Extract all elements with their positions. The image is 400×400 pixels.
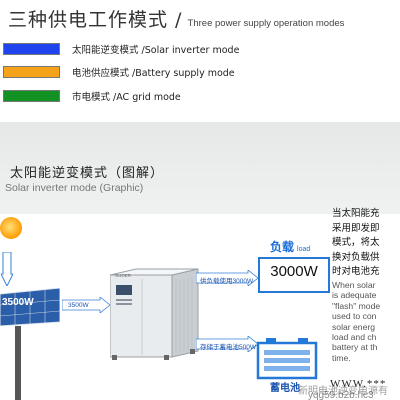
side-text-en-5: load and ch: [332, 332, 377, 342]
legend-item-battery: 电池供应模式 /Battery supply mode: [3, 65, 235, 79]
legend-item-solar: 太阳能逆变模式 /Solar inverter mode: [3, 42, 240, 56]
side-text-en-2: "flash" mode: [332, 300, 381, 311]
side-text-zh-4: 时对电池充: [332, 266, 380, 278]
panel-mast: [15, 326, 21, 400]
flow-label-to-battery: 存储于蓄电池500W: [200, 344, 256, 351]
legend-swatch-ac-grid: [3, 89, 60, 102]
legend-item-ac-grid: 市电模式 /AC grid mode: [3, 89, 181, 103]
battery-icon: [256, 338, 318, 380]
inverter-cabinet-icon: [110, 268, 199, 360]
section-title-zh: 太阳能逆变模式（图解）: [10, 166, 165, 181]
legend-swatch-battery: [3, 65, 60, 78]
flow-label-to-inverter: 3500W: [68, 302, 89, 309]
side-text-zh-3: 换对负载供: [332, 251, 380, 263]
modes-header: 三种供电工作模式 / Three power supply operation …: [0, 0, 400, 122]
legend-swatch-solar: [3, 42, 60, 55]
side-text-en-0: When solar: [332, 279, 376, 290]
flow-arrow-to-load-icon: [196, 270, 258, 286]
watermark-www: WWW.***: [330, 378, 387, 390]
flow-arrow-to-inverter-icon: [62, 297, 110, 313]
side-text-zh-0: 当太阳能充: [332, 208, 380, 219]
side-description: 当太阳能充 采用即发即 模式，将太 换对负载供 时对电池充 When solar…: [332, 207, 400, 400]
battery-label: 蓄电池: [270, 383, 300, 394]
panel-power-label: 3500W: [2, 297, 34, 308]
flow-label-to-load: 供负载使用3000W: [200, 278, 254, 285]
side-text-zh-2: 模式，将太: [332, 237, 380, 249]
load-title-zh: 负载: [270, 240, 295, 254]
flow-arrow-to-battery-icon: [196, 336, 258, 352]
page-title: 三种供电工作模式 / Three power supply operation …: [8, 5, 344, 32]
solar-panel-icon: [0, 288, 60, 326]
section-title-en: Solar inverter mode (Graphic): [5, 182, 144, 194]
watermark-company: 新明电池逆变电源有: [298, 386, 388, 397]
side-text-en-6: battery at th: [332, 342, 378, 353]
side-text-en-4: solar energ: [332, 321, 375, 332]
load-box: [258, 257, 330, 293]
side-text-en-3: used to con: [332, 311, 377, 322]
page-title-en: Three power supply operation modes: [187, 18, 345, 29]
sun-icon: [0, 217, 22, 239]
inverter-brand: SUOER: [115, 273, 132, 278]
load-title-en: load: [297, 246, 311, 253]
section-band: [0, 122, 400, 214]
side-text-en-1: is adequate: [332, 290, 377, 301]
load-value: 3000W: [270, 263, 318, 280]
legend-label-ac-grid: 市电模式 /AC grid mode: [72, 91, 181, 103]
side-text-en-7: time.: [332, 352, 351, 363]
legend-label-solar: 太阳能逆变模式 /Solar inverter mode: [72, 44, 240, 56]
watermark-url: yqg59.b2b.hc3: [308, 390, 374, 400]
down-arrow-icon: [1, 252, 13, 286]
legend-label-battery: 电池供应模式 /Battery supply mode: [72, 67, 235, 79]
side-text-zh-1: 采用即发即: [332, 222, 380, 234]
page-title-zh: 三种供电工作模式 /: [8, 9, 183, 31]
